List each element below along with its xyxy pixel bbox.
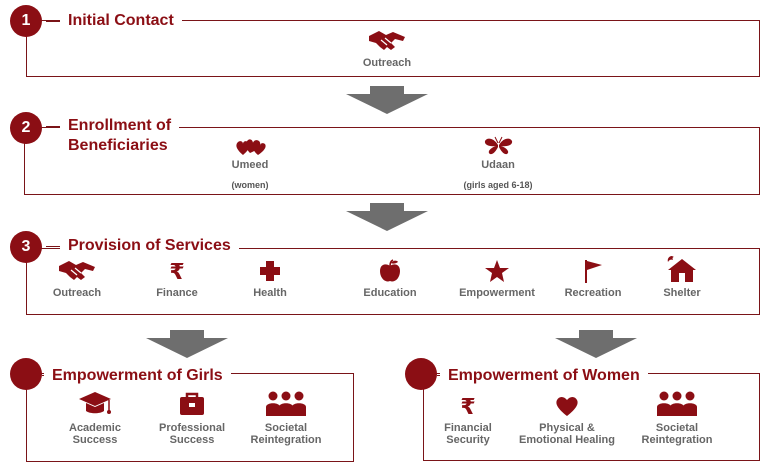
flag-icon <box>585 260 602 283</box>
step3-item-label: Recreation <box>564 287 622 299</box>
step1-title-dash <box>46 21 60 22</box>
girls-item-line2: Success <box>169 434 215 446</box>
women-box <box>423 373 760 461</box>
step3-item-finance: ₹ Finance <box>137 258 217 299</box>
step2-item-sub-umeed: (women) <box>231 180 269 190</box>
girls-title: Empowerment of Girls <box>44 366 231 386</box>
women-item-line2: Security <box>446 434 490 446</box>
girls-item-line1: Societal <box>264 422 308 434</box>
step3-item-label: Empowerment <box>459 287 535 299</box>
step3-number: 3 <box>21 238 31 255</box>
briefcase-icon <box>180 392 204 415</box>
cross-icon <box>260 261 280 281</box>
girls-item-line1: Professional <box>158 422 226 434</box>
girls-badge <box>10 358 42 390</box>
women-item-line1: Societal <box>655 422 699 434</box>
step2-title-line1: Enrollment of <box>68 117 172 134</box>
rupee-icon: ₹ <box>460 395 475 419</box>
people-icon <box>657 391 697 416</box>
flow-arrow-2 <box>346 203 428 231</box>
svg-text:₹: ₹ <box>460 395 475 419</box>
step2-item-umeed: Umeed <box>210 138 290 171</box>
step2-item-label-udaan: Udaan <box>481 159 515 171</box>
women-item-societal: Societal Reintegration <box>634 389 720 446</box>
step3-item-label: Education <box>363 287 417 299</box>
step3-item-label: Finance <box>156 287 198 299</box>
girls-item-societal: Societal Reintegration <box>243 389 329 446</box>
house-icon <box>667 256 696 282</box>
step2-title-dash <box>46 126 60 127</box>
step3-item-label: Shelter <box>663 287 701 299</box>
women-item-line1: Physical & <box>539 422 595 434</box>
step3-item-health: Health <box>230 258 310 299</box>
step3-number-badge: 3 <box>10 231 42 263</box>
girls-box <box>26 373 354 462</box>
step2-number: 2 <box>21 119 31 136</box>
step2-title-line2: Beneficiaries <box>68 137 168 154</box>
girls-item-academic: Academic Success <box>55 389 135 446</box>
svg-text:₹: ₹ <box>169 260 184 284</box>
rupee-icon: ₹ <box>169 260 184 284</box>
step3-item-empowerment: Empowerment <box>450 258 544 299</box>
step3-item-recreation: Recreation <box>553 258 633 299</box>
handshake-icon <box>59 261 95 280</box>
women-title: Empowerment of Women <box>440 366 648 386</box>
step3-title-dash <box>46 246 60 247</box>
people-icon <box>266 391 306 416</box>
women-item-healing: Physical & Emotional Healing <box>512 393 622 446</box>
butterfly-icon <box>484 136 513 155</box>
girls-item-line2: Success <box>72 434 118 446</box>
step3-item-education: Education <box>345 258 435 299</box>
step3-box <box>26 248 760 315</box>
women-item-line2: Emotional Healing <box>519 434 615 446</box>
step3-item-label: Outreach <box>52 287 102 299</box>
step1-number-badge: 1 <box>10 5 42 37</box>
star-icon <box>485 260 509 282</box>
step3-item-label: Health <box>253 287 287 299</box>
step2-item-sub-udaan: (girls aged 6-18) <box>463 180 533 190</box>
women-item-line1: Financial <box>444 422 492 434</box>
step2-item-label-umeed: Umeed <box>231 159 269 171</box>
step1-item-label: Outreach <box>362 57 412 69</box>
hearts-icon <box>236 139 266 155</box>
women-item-financial: ₹ Financial Security <box>428 393 508 446</box>
step2-item-udaan: Udaan <box>458 136 538 171</box>
women-title-dash <box>437 375 441 376</box>
step2-title: Enrollment of Beneficiaries <box>60 116 180 156</box>
handshake-icon <box>369 31 405 50</box>
flow-arrow-women <box>555 330 637 358</box>
heart-icon <box>556 397 578 416</box>
graduation-cap-icon <box>79 392 111 414</box>
step3-item-outreach: Outreach <box>37 258 117 299</box>
girls-item-professional: Professional Success <box>150 389 234 446</box>
women-item-line2: Reintegration <box>641 434 713 446</box>
step3-item-shelter: Shelter <box>642 254 722 299</box>
flow-arrow-girls <box>146 330 228 358</box>
women-badge <box>405 358 437 390</box>
step1-number: 1 <box>21 12 31 29</box>
girls-item-line2: Reintegration <box>250 434 322 446</box>
girls-item-line1: Academic <box>69 422 121 434</box>
step3-title: Provision of Services <box>60 236 239 256</box>
step2-number-badge: 2 <box>10 112 42 144</box>
apple-icon <box>380 259 400 282</box>
step1-item-outreach: Outreach <box>347 28 427 69</box>
step1-title: Initial Contact <box>60 11 182 31</box>
flow-arrow-1 <box>346 86 428 114</box>
